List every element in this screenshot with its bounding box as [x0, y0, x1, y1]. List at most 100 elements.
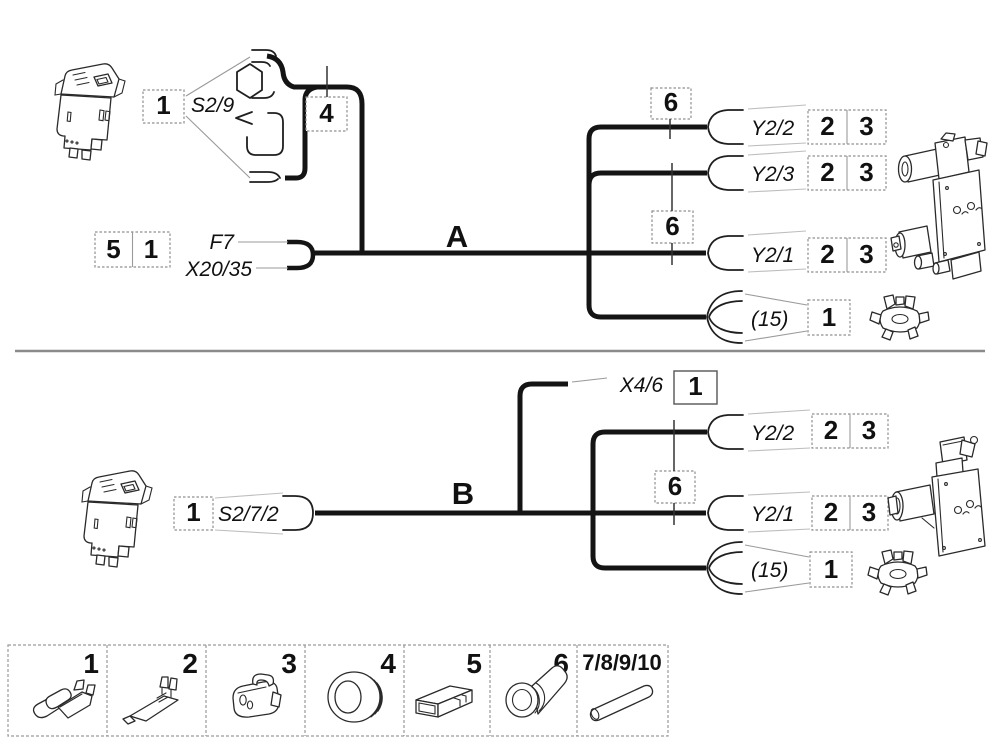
- item-number: 1: [186, 497, 200, 527]
- item-box-switch-b: [173, 496, 214, 531]
- connector-code-s272: S2/7/2: [218, 503, 279, 526]
- legend-number: 1: [83, 648, 99, 679]
- item-number: 2: [820, 239, 834, 269]
- item-number: 3: [859, 157, 873, 187]
- item-number: 6: [668, 471, 682, 501]
- item-number: 3: [859, 239, 873, 269]
- grommet-icon: [327, 671, 383, 723]
- item-number: 5: [106, 234, 120, 264]
- item-number: 1: [824, 554, 838, 584]
- legend-cell-1: 1: [32, 648, 99, 719]
- legend-number: 2: [182, 648, 198, 679]
- rocker-switch-b-illustration: [81, 470, 153, 568]
- branch-y23: Y2/3 2 3: [707, 150, 887, 193]
- connector-code-x2035: X20/35: [184, 258, 252, 281]
- item-number: 1: [688, 371, 702, 401]
- leader-fork: [744, 544, 810, 593]
- item-number: 2: [824, 497, 838, 527]
- wire-end-connector: [707, 495, 744, 531]
- wire-end-connector: [707, 109, 744, 145]
- label-lines: [747, 150, 807, 193]
- legend-frame: [7, 644, 669, 737]
- legend-cell-4: 4: [327, 648, 396, 723]
- item-box-grommet: [305, 96, 348, 132]
- wire-end-connector-inner: [708, 300, 743, 334]
- item-box-boot-top: [650, 87, 692, 120]
- dual-solenoid-valve-illustration: [890, 132, 988, 280]
- wire-end-connector: [707, 235, 744, 271]
- legend-cell-6: 6: [505, 648, 569, 718]
- wire-supply-loop: [287, 239, 316, 271]
- solenoid-code: Y2/2: [751, 422, 795, 445]
- wire-end-connector-inner: [708, 551, 743, 585]
- harness-a-label: A: [446, 219, 468, 254]
- female-spade-terminal-icon: [32, 679, 96, 719]
- legend-dividers: [106, 645, 578, 736]
- wire-switch-a-outer: [266, 53, 365, 253]
- item-box: [807, 299, 851, 336]
- item-number: 3: [859, 111, 873, 141]
- connector-code-s29: S2/9: [191, 94, 235, 117]
- legend-number: 5: [466, 648, 482, 679]
- harness-b-section: 1 S2/7/2 B X4/6 1 6 Y2/2 2 3: [81, 370, 986, 596]
- item-box: [809, 551, 853, 588]
- label-lines: [747, 409, 811, 452]
- insulating-tube-icon: [589, 684, 654, 722]
- legend: 1 2 3: [7, 644, 669, 737]
- leader-fork: [185, 56, 251, 179]
- branch-y22: Y2/2 2 3: [707, 104, 887, 147]
- item-number: 3: [862, 497, 876, 527]
- switch-connector-a: [235, 49, 284, 183]
- item-number: 1: [822, 302, 836, 332]
- connector-sleeve-icon: [415, 685, 473, 718]
- branch-terminal15: (15) 1: [706, 290, 851, 344]
- legend-number: 4: [380, 648, 396, 679]
- leader-line: [571, 377, 608, 383]
- connector-code-x46: X4/6: [619, 374, 664, 397]
- legend-number: 3: [281, 648, 297, 679]
- item-number: 3: [862, 415, 876, 445]
- terminal-code: (15): [751, 308, 788, 331]
- rubber-boot-icon: [505, 665, 568, 718]
- wire-end-connector: [707, 155, 744, 191]
- retainer-clip-illustration: [869, 294, 930, 341]
- item-number: 1: [156, 90, 170, 120]
- legend-cell-2: 2: [122, 648, 198, 725]
- label-lines: [747, 230, 807, 273]
- leader-lines: [238, 241, 288, 269]
- item-number: 4: [319, 98, 334, 128]
- rocker-switch-a-illustration: [54, 63, 126, 161]
- legend-cell-5: 5: [415, 648, 482, 718]
- solenoid-code: Y2/1: [751, 503, 794, 526]
- wire-a-branches: [586, 124, 707, 320]
- branch-y21-b: Y2/1 2 3: [707, 491, 889, 533]
- solenoid-code: Y2/2: [751, 117, 795, 140]
- branch-y21: Y2/1 2 3: [707, 230, 887, 273]
- harness-a-section: 1 S2/9 4 5 1 F7 X20/35 A: [54, 49, 988, 344]
- leader-fork: [744, 293, 808, 342]
- legend-cell-3: 3: [232, 648, 297, 718]
- legend-number: 7/8/9/10: [582, 650, 662, 675]
- wire-x46-branch: [517, 381, 568, 513]
- item-box-x46: [673, 370, 718, 405]
- pin-terminal-icon: [122, 676, 179, 725]
- wire-switch-a-inner: [285, 84, 318, 181]
- item-box-switch-a: [142, 89, 185, 124]
- item-number: 6: [665, 211, 679, 241]
- solenoid-code: Y2/3: [751, 163, 795, 186]
- item-number: 2: [824, 415, 838, 445]
- wire-end-connector: [706, 290, 743, 344]
- item-number: 6: [664, 87, 678, 117]
- fuse-code-f7: F7: [209, 231, 235, 254]
- wire-end-connector: [707, 414, 744, 450]
- terminal-code: (15): [751, 559, 788, 582]
- label-lines: [214, 492, 284, 535]
- item-box-boot: [654, 470, 696, 504]
- solenoid-valve-illustration: [887, 435, 986, 557]
- label-lines: [747, 491, 811, 533]
- item-number: 2: [820, 157, 834, 187]
- harness-b-label: B: [452, 476, 474, 511]
- item-number: 1: [144, 234, 158, 264]
- label-lines: [747, 104, 807, 147]
